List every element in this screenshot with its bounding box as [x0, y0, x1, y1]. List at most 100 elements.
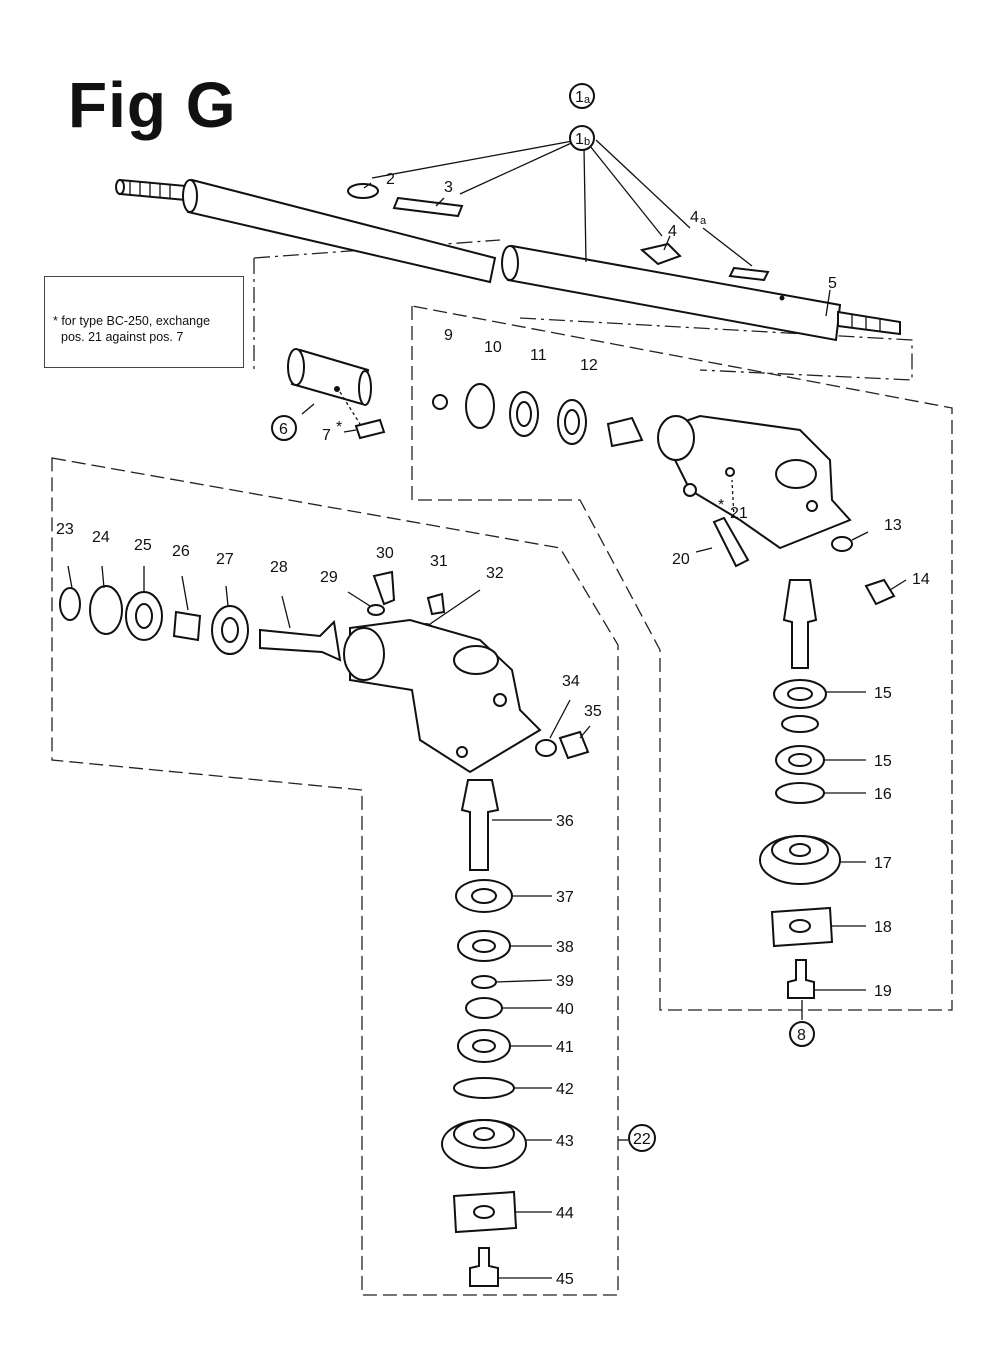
svg-text:b: b [584, 136, 590, 148]
callout-1b: 1 b [569, 125, 595, 151]
retaining-ring-24 [89, 585, 123, 635]
label-44: 44 [556, 1205, 574, 1222]
label-43: 43 [556, 1133, 574, 1150]
gearhead-housing-upper [657, 414, 852, 550]
label-4: 4 [668, 223, 677, 240]
svg-text:1: 1 [575, 131, 584, 148]
bevel-gear-shaft-upper [782, 579, 818, 669]
washer-18 [770, 906, 834, 948]
bolt-19 [787, 959, 815, 999]
ring-39 [471, 975, 497, 989]
label-12: 12 [580, 357, 598, 374]
note-box: * for type BC-250, exchange pos. 21 agai… [44, 276, 244, 368]
label-40: 40 [556, 1001, 574, 1018]
bearing-37 [455, 879, 513, 913]
svg-text:a: a [584, 94, 591, 106]
label-39: 39 [556, 973, 574, 990]
circlip-23 [59, 587, 81, 621]
label-41: 41 [556, 1039, 574, 1056]
svg-text:1: 1 [575, 89, 584, 106]
label-37: 37 [556, 889, 574, 906]
bearing-15-a [773, 679, 827, 709]
pinion-gear [606, 416, 644, 448]
circlip-9 [432, 394, 448, 410]
screw-30 [372, 570, 396, 606]
bearing-25 [125, 591, 163, 641]
label-38: 38 [556, 939, 574, 956]
plug-14 [864, 578, 896, 606]
bearing-11 [509, 391, 539, 437]
note-line-1: * for type BC-250, exchange [53, 314, 211, 328]
label-21: 21 [730, 505, 748, 522]
washer-2 [347, 183, 379, 199]
label-42: 42 [556, 1081, 574, 1098]
clip-4 [639, 242, 682, 266]
leader-lines-1b [363, 139, 831, 317]
label-34: 34 [562, 673, 580, 690]
label-14: 14 [912, 571, 930, 588]
label-24: 24 [92, 529, 110, 546]
label-30: 30 [376, 545, 394, 562]
washer-29 [367, 604, 385, 616]
label-5: 5 [828, 275, 837, 292]
label-4a: 4 [690, 209, 699, 226]
callout-6: 6 [271, 415, 297, 441]
spacer-26 [172, 610, 202, 642]
leaders-lower-gearhead [67, 565, 591, 739]
leaders-lower-stack [492, 819, 628, 1279]
note-line-2: pos. 21 against pos. 7 [61, 330, 184, 344]
bearing-41 [457, 1029, 511, 1063]
label-17: 17 [874, 855, 892, 872]
label-27: 27 [216, 551, 234, 568]
label-45: 45 [556, 1271, 574, 1288]
plug-35 [558, 730, 590, 760]
label-31: 31 [430, 553, 448, 570]
label-32: 32 [486, 565, 504, 582]
label-3: 3 [444, 179, 453, 196]
screw-31 [426, 592, 446, 616]
svg-text:6: 6 [279, 421, 288, 438]
label-15-a: 15 [874, 685, 892, 702]
bearing-38 [457, 930, 511, 962]
callout-1a: 1 a [569, 83, 595, 109]
label-25: 25 [134, 537, 152, 554]
label-19: 19 [874, 983, 892, 1000]
label-10: 10 [484, 339, 502, 356]
label-11: 11 [530, 347, 547, 364]
retaining-ring-16 [775, 782, 825, 804]
bolt-20 [712, 516, 750, 568]
figure-title: Fig G [68, 69, 237, 141]
spacer [781, 715, 819, 733]
washer-13 [831, 536, 853, 552]
leaders-upper-stack [801, 691, 866, 1020]
washer-34 [535, 739, 557, 757]
svg-text:22: 22 [633, 1131, 651, 1148]
position-labels: 2 3 4 4 a 5 7 * 9 10 11 12 13 14 15 15 1… [56, 171, 930, 1288]
label-35: 35 [584, 703, 602, 720]
decal-4a [728, 266, 770, 282]
gearhead-housing-lower [343, 618, 542, 774]
label-4a-sub: a [700, 215, 707, 227]
decal-3 [392, 196, 464, 218]
shaft-28 [259, 619, 342, 662]
label-15-b: 15 [874, 753, 892, 770]
label-20: 20 [672, 551, 690, 568]
bolt-45 [469, 1247, 499, 1287]
washer-44 [452, 1190, 518, 1234]
thrust-cup-43 [441, 1119, 527, 1169]
label-2: 2 [386, 171, 395, 188]
spacer-40 [465, 997, 503, 1019]
label-29: 29 [320, 569, 338, 586]
label-9: 9 [444, 327, 453, 344]
coupling-sleeve-6 [287, 348, 372, 425]
bevel-gear-shaft-36 [460, 779, 500, 871]
label-18: 18 [874, 919, 892, 936]
label-7: 7 [322, 427, 331, 444]
label-28: 28 [270, 559, 288, 576]
retaining-ring-10 [465, 383, 495, 429]
label-26: 26 [172, 543, 190, 560]
label-36: 36 [556, 813, 574, 830]
label-21-star: * [718, 497, 724, 514]
assembly-boundary-gearhead-22 [51, 457, 619, 1296]
